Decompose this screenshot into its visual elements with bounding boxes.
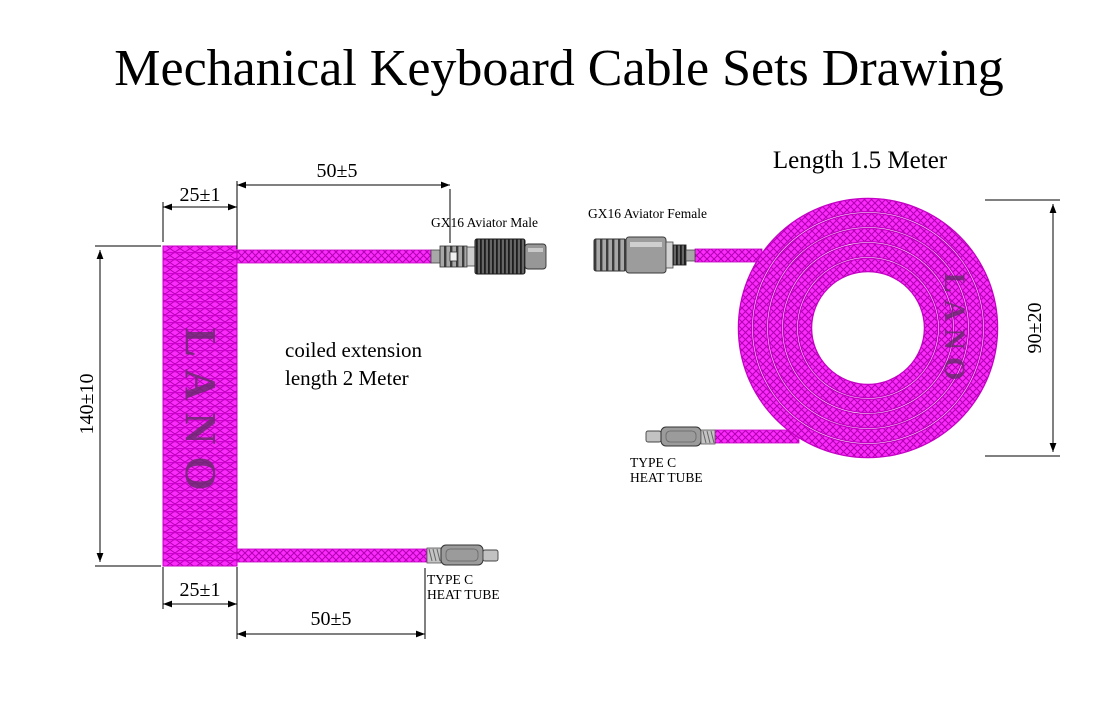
left-coil-body [162, 245, 238, 567]
right-spiral-cable [694, 197, 999, 459]
coil-note-line2: length 2 Meter [285, 366, 409, 390]
right-drawing-title: Length 1.5 Meter [772, 147, 948, 174]
typec-connector-left [426, 544, 499, 566]
dim-label-50-bottom: 50±5 [310, 608, 352, 630]
connector-label-female: GX16 Aviator Female [588, 206, 707, 221]
gx16-male-connector [430, 238, 547, 275]
typec-label-left-line2: HEAT TUBE [427, 587, 500, 602]
brand-text-right: LANO [938, 272, 971, 388]
connector-label-male: GX16 Aviator Male [431, 215, 538, 230]
right-dimension-lines [985, 199, 1060, 457]
page-title: Mechanical Keyboard Cable Sets Drawing [114, 40, 1004, 97]
typec-connector-right [645, 426, 716, 447]
dim-label-25-top: 25±1 [179, 184, 221, 206]
brand-text-left: LANO [176, 327, 225, 503]
spiral-rings [737, 197, 999, 459]
dim-label-90: 90±20 [1024, 302, 1046, 354]
left-dimension-lines [95, 181, 451, 639]
gx16-female-connector [593, 236, 696, 274]
typec-label-right-line2: HEAT TUBE [630, 470, 703, 485]
typec-cable-right [714, 429, 800, 444]
dim-label-140: 140±10 [76, 373, 98, 435]
typec-label-left-line1: TYPE C [427, 572, 474, 587]
dim-label-50-top: 50±5 [316, 160, 358, 182]
dim-label-25-bottom: 25±1 [179, 579, 221, 601]
typec-label-right-line1: TYPE C [630, 455, 677, 470]
left-bottom-cable [236, 548, 428, 563]
left-top-cable [236, 249, 432, 264]
female-cable [694, 248, 763, 263]
coil-note-line1: coiled extension [285, 338, 423, 362]
